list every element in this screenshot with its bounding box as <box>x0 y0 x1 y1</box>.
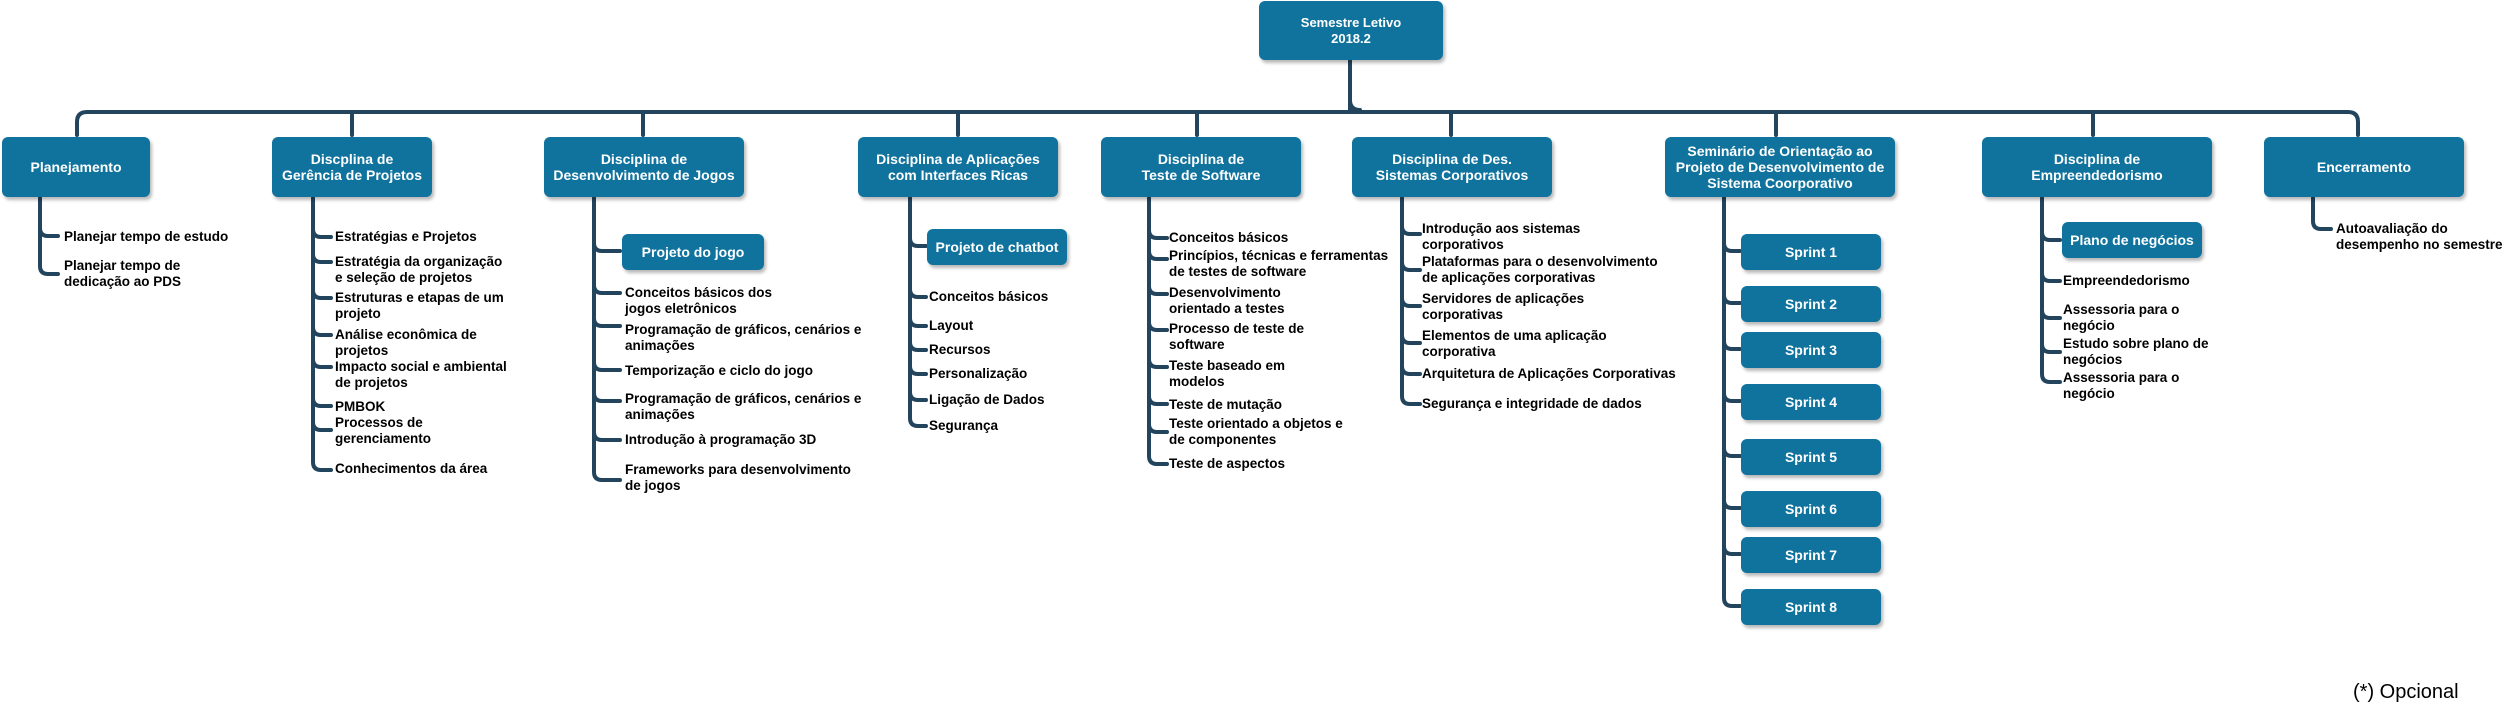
optional-footnote: (*) Opcional <box>2353 681 2459 703</box>
branch-gerencia <box>311 196 333 472</box>
list-item: Empreendedorismo <box>2063 273 2190 288</box>
list-item: Assessoria para o negócio <box>2063 302 2180 333</box>
list-item: Análise econômica de projetos <box>335 327 477 358</box>
branch-seminario <box>1722 196 1742 608</box>
list-item: Segurança e integridade de dados <box>1422 396 1642 411</box>
branch-encerramento <box>2311 196 2333 231</box>
subbox-projeto-de-chatbot: Projeto de chatbot <box>927 229 1067 265</box>
sprint-box: Sprint 1 <box>1741 234 1881 270</box>
subbox-plano-de-negocios: Plano de negócios <box>2062 222 2202 258</box>
list-item: Estratégias e Projetos <box>335 229 477 244</box>
list-item: Assessoria para o negócio <box>2063 370 2180 401</box>
header-sistemas-corporativos: Disciplina de Des. Sistemas Corporativos <box>1352 137 1552 197</box>
list-item: Personalização <box>929 366 1028 381</box>
list-item: Impacto social e ambiental de projetos <box>335 359 507 390</box>
list-item: Introdução aos sistemas corporativos <box>1422 221 1581 252</box>
header-desenvolvimento-jogos: Disciplina de Desenvolvimento de Jogos <box>544 137 744 197</box>
list-item: Desenvolvimento orientado a testes <box>1169 285 1285 316</box>
list-item: Plataformas para o desenvolvimento de ap… <box>1422 254 1658 285</box>
list-item: Programação de gráficos, cenários e anim… <box>625 391 862 422</box>
header-planejamento: Planejamento <box>2 137 150 197</box>
list-item: Teste orientado a objetos e de component… <box>1169 416 1343 447</box>
subbox-projeto-do-jogo: Projeto do jogo <box>622 234 764 270</box>
header-seminario: Seminário de Orientação ao Projeto de De… <box>1665 137 1895 197</box>
header-gerencia-projetos: Discplina de Gerência de Projetos <box>272 137 432 197</box>
list-item: Ligação de Dados <box>929 392 1045 407</box>
list-item: Layout <box>929 318 974 333</box>
list-item: Recursos <box>929 342 991 357</box>
sprint-box: Sprint 8 <box>1741 589 1881 625</box>
branch-interfaces <box>908 196 928 428</box>
list-item: Princípios, técnicas e ferramentas de te… <box>1169 248 1389 279</box>
list-item: Conhecimentos da área <box>335 461 488 476</box>
list-item: Autoavaliação do desempenho no semestre <box>2336 221 2503 252</box>
header-interfaces-ricas: Disciplina de Aplicações com Interfaces … <box>858 137 1058 197</box>
branch-empreendedorismo <box>2040 196 2062 384</box>
list-item: Segurança <box>929 418 999 433</box>
list-item: Teste de aspectos <box>1169 456 1286 471</box>
branch-teste <box>1147 196 1169 466</box>
list-item: Estratégia da organização e seleção de p… <box>335 254 503 285</box>
list-item: Conceitos básicos dos jogos eletrônicos <box>625 285 773 316</box>
list-item: Estruturas e etapas de um projeto <box>335 290 504 321</box>
list-item: Programação de gráficos, cenários e anim… <box>625 322 862 353</box>
sprint-box: Sprint 6 <box>1741 491 1881 527</box>
list-item: Processo de teste de software <box>1169 321 1305 352</box>
branch-planejamento <box>38 196 60 276</box>
list-item: Conceitos básicos <box>1169 230 1289 245</box>
list-item: Processos de gerenciamento <box>335 415 432 446</box>
list-item: Arquitetura de Aplicações Corporativas <box>1422 366 1676 381</box>
header-empreendedorismo: Disciplina de Empreendedorismo <box>1982 137 2212 197</box>
list-item: Teste baseado em modelos <box>1169 358 1286 389</box>
list-item: Elementos de uma aplicação corporativa <box>1422 328 1607 359</box>
list-item: Frameworks para desenvolvimento de jogos <box>625 462 851 493</box>
root-box: Semestre Letivo 2018.2 <box>1259 1 1443 60</box>
header-encerramento: Encerramento <box>2264 137 2464 197</box>
list-item: Conceitos básicos <box>929 289 1049 304</box>
sprint-box: Sprint 5 <box>1741 439 1881 475</box>
list-item: Teste de mutação <box>1169 397 1283 412</box>
sprint-box: Sprint 3 <box>1741 332 1881 368</box>
list-item: Introdução à programação 3D <box>625 432 817 447</box>
sprint-box: Sprint 2 <box>1741 286 1881 322</box>
sprint-box: Sprint 4 <box>1741 384 1881 420</box>
main-bus <box>75 110 2360 137</box>
list-item: PMBOK <box>335 399 386 414</box>
list-item: Planejar tempo de estudo <box>64 229 229 244</box>
list-item: Servidores de aplicações corporativas <box>1422 291 1585 322</box>
branch-jogos <box>592 196 622 482</box>
sprint-box: Sprint 7 <box>1741 537 1881 573</box>
list-item: Planejar tempo de dedicação ao PDS <box>64 258 182 289</box>
list-item: Temporização e ciclo do jogo <box>625 363 814 378</box>
header-teste-software: Disciplina de Teste de Software <box>1101 137 1301 197</box>
list-item: Estudo sobre plano de negócios <box>2063 336 2209 367</box>
root-connector <box>1348 58 1362 114</box>
branch-corporativos <box>1400 196 1422 406</box>
